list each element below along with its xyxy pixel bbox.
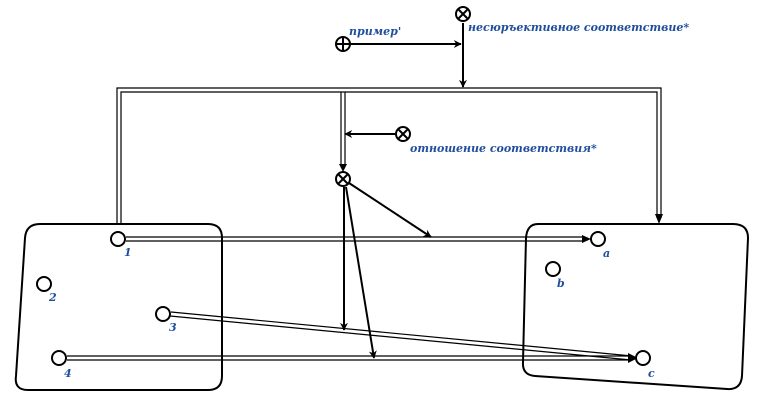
central-node-arrows — [340, 182, 432, 359]
label-relation: отношение соответствия* — [410, 142, 597, 155]
left-set-container — [14, 223, 223, 391]
label-non-surjective: несюръективное соответствие* — [468, 21, 689, 34]
element-node-1 — [110, 231, 126, 247]
arrowhead-to-c-upper — [628, 353, 638, 363]
element-node-b — [545, 261, 561, 277]
label-example: пример' — [349, 25, 401, 38]
cross-circle-icon-nonsurjective — [455, 6, 471, 22]
label-node-b: b — [557, 277, 565, 290]
label-node-a: a — [603, 247, 610, 260]
element-node-2 — [36, 276, 52, 292]
element-node-c — [635, 350, 651, 366]
frame-arrowhead-down-right — [655, 214, 663, 224]
cross-circle-icon-central — [335, 171, 351, 187]
label-node-4: 4 — [64, 367, 72, 380]
right-set-container — [521, 223, 750, 391]
element-node-4 — [51, 350, 67, 366]
cross-circle-icon-relation — [395, 126, 411, 142]
mapping-lines — [67, 236, 633, 361]
label-node-1: 1 — [124, 246, 132, 259]
arrowhead-1-to-a — [582, 235, 591, 243]
double-line-frame — [116, 87, 662, 224]
element-node-3 — [155, 306, 171, 322]
label-node-3: 3 — [169, 321, 177, 334]
element-node-a — [590, 231, 606, 247]
frame-arrowhead-down-center — [339, 164, 347, 172]
label-node-c: c — [648, 367, 655, 380]
label-node-2: 2 — [48, 291, 57, 304]
plus-circle-icon — [335, 36, 351, 52]
